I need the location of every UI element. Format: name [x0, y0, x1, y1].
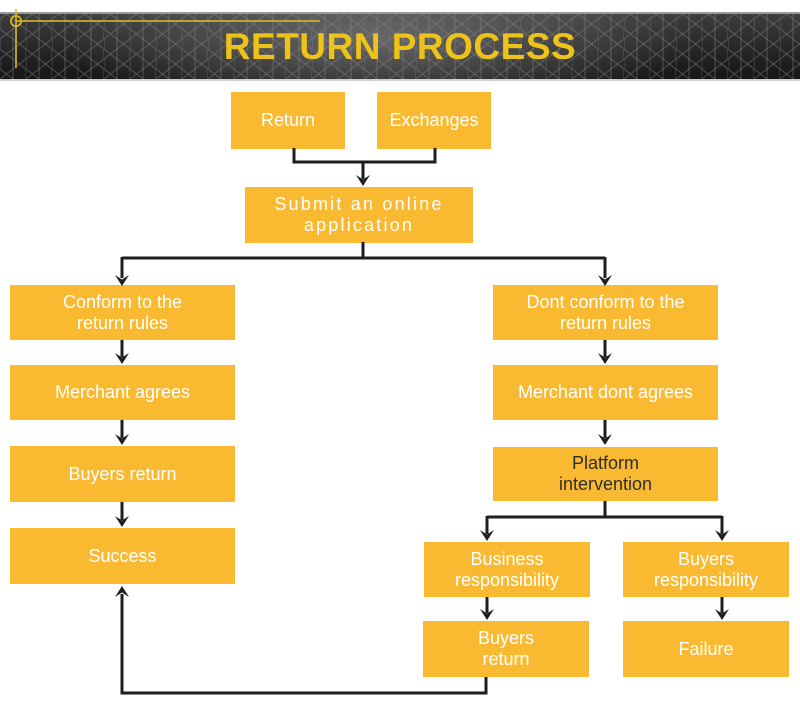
flow-node-buyers-return-left: Buyers return — [10, 446, 235, 502]
flow-edge-6 — [115, 340, 129, 364]
flow-edge-1 — [356, 162, 370, 186]
flow-node-return: Return — [231, 92, 345, 149]
flow-edge-15 — [480, 597, 494, 620]
flow-node-exchanges: Exchanges — [377, 92, 491, 149]
flow-edge-8 — [115, 502, 129, 527]
flow-edge-16 — [715, 597, 729, 620]
flow-edge-5 — [598, 257, 612, 286]
flow-edge-13 — [480, 516, 494, 541]
flow-edge-10 — [598, 420, 612, 445]
flow-node-merchant-dont-agrees: Merchant dont agrees — [493, 365, 718, 420]
flow-node-failure: Failure — [623, 621, 789, 677]
flow-node-merchant-agrees: Merchant agrees — [10, 365, 235, 420]
flow-node-success: Success — [10, 528, 235, 584]
flow-edge-7 — [115, 420, 129, 445]
flow-edge-14 — [715, 516, 729, 541]
hexagon-pattern — [0, 14, 800, 79]
flow-edge-9 — [598, 340, 612, 364]
flow-edge-0 — [292, 148, 437, 164]
flow-edge-4 — [115, 257, 129, 286]
page-title: RETURN PROCESS — [223, 25, 577, 67]
header-bar: RETURN PROCESS — [0, 12, 800, 81]
